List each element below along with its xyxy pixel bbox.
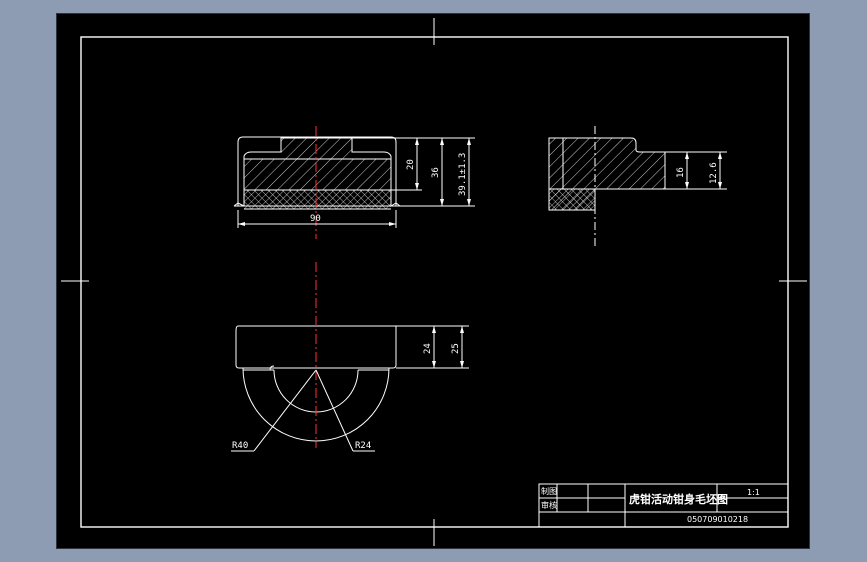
front-view-dimensions: 90 20 36 39.1±1.3 — [237, 137, 475, 228]
dim-h-total: 39.1±1.3 — [458, 153, 468, 196]
tb-title: 虎钳活动钳身毛坯图 — [629, 492, 728, 506]
front-section-view — [233, 126, 401, 239]
tb-drawing-number: 050709010218 — [687, 515, 748, 524]
tb-scale: 1:1 — [747, 488, 760, 497]
drawing-frame — [80, 36, 789, 528]
dim-width: 90 — [310, 214, 321, 224]
dim-h20: 20 — [406, 159, 416, 170]
top-view-dimensions: 24 25 — [423, 326, 464, 368]
dim-h36: 36 — [431, 167, 441, 178]
side-view-dimensions: 16 12.6 — [665, 151, 727, 190]
tb-drawn-label: 制图 — [541, 486, 557, 496]
title-block: 制图 审核 虎钳活动钳身毛坯图 1:1 050709010218 — [538, 483, 789, 528]
dim-r40: R40 — [232, 441, 248, 451]
side-section-view — [548, 126, 666, 246]
dim-r24: R24 — [355, 441, 371, 451]
dim-h25: 25 — [451, 343, 461, 354]
top-view: R40 R24 — [231, 262, 469, 452]
tb-checked-label: 审核 — [541, 500, 557, 510]
dim-h16: 16 — [676, 167, 686, 178]
dim-h12-6: 12.6 — [709, 162, 719, 184]
centering-marks — [61, 18, 807, 546]
dim-h24: 24 — [423, 343, 433, 354]
drawing-sheet: 90 20 36 39.1±1.3 16 12.6 — [56, 13, 810, 549]
cad-drawing: 90 20 36 39.1±1.3 16 12.6 — [61, 18, 807, 546]
